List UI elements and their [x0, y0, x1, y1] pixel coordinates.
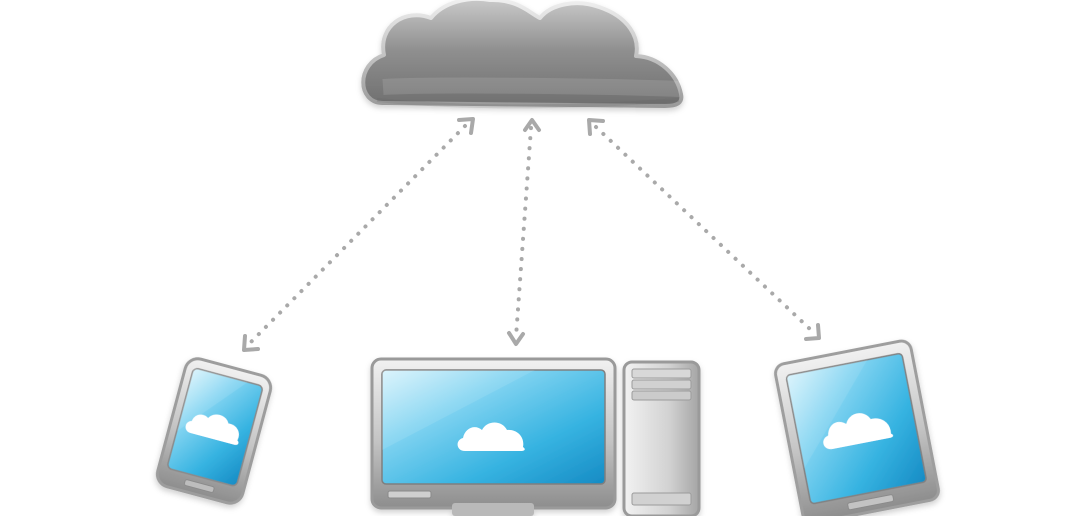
connection-cloud-smartphone — [242, 117, 475, 352]
desktop-computer-icon — [370, 357, 701, 516]
connection-cloud-tablet — [587, 118, 821, 341]
cloud-icon — [361, 0, 684, 109]
arrowhead-icon — [507, 331, 525, 346]
screen-cloud-icon — [185, 414, 239, 445]
monitor-icon — [370, 357, 617, 516]
arrowhead-icon — [804, 323, 821, 341]
connection-cloud-desktop — [507, 118, 541, 346]
arrowhead-icon — [587, 118, 605, 136]
screen-cloud-icon — [457, 422, 525, 451]
tablet-icon — [774, 339, 940, 516]
arrowhead-icon — [523, 118, 541, 132]
computer-tower-icon — [622, 360, 701, 516]
arrowhead-icon — [457, 117, 475, 135]
smartphone-icon — [155, 357, 273, 505]
arrowhead-icon — [242, 334, 260, 352]
screen-cloud-icon — [823, 413, 894, 450]
